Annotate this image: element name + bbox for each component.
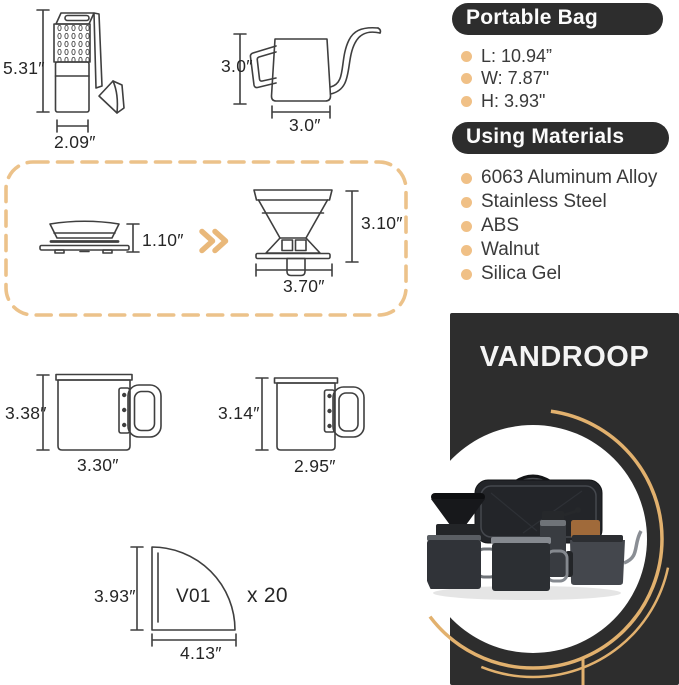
bag-dim-length: L: 10.94”: [461, 46, 552, 67]
filter-paper-drawing: [151, 546, 236, 631]
kettle-width-label: 3.0″: [289, 115, 321, 135]
grinder-dimension-lines: [36, 9, 89, 133]
mug-small-dimension-lines: [255, 377, 269, 451]
grinder-width-label: 2.09″: [54, 132, 96, 152]
dripper-open-height-label: 3.10″: [361, 213, 403, 233]
materials-heading: Using Materials: [452, 122, 669, 154]
transform-chevrons-icon: [199, 228, 229, 254]
filter-paper-dimension-lines: [130, 546, 237, 647]
dripper-open-width-label: 3.70″: [283, 276, 325, 296]
filter-width-label: 4.13″: [180, 643, 222, 663]
bullet-icon: [461, 220, 472, 232]
kettle-dimension-lines: [233, 33, 331, 119]
filter-height-label: 3.93″: [94, 586, 136, 606]
material-item: Silica Gel: [461, 263, 561, 285]
material-item-text: ABS: [481, 215, 520, 236]
dripper-open-dimension-lines: [255, 190, 359, 277]
bag-dim-width-text: W: 7.87": [481, 68, 550, 88]
bag-dim-width: W: 7.87": [461, 68, 549, 89]
mug-large-drawing: [55, 373, 162, 451]
grinder-height-label: 5.31″: [3, 58, 45, 78]
material-item: Walnut: [461, 239, 539, 261]
material-item-text: Silica Gel: [481, 263, 562, 284]
mug-large-height-label: 3.38″: [5, 403, 47, 423]
product-photo-circle: [419, 425, 647, 653]
grinder-drawing: [53, 12, 125, 114]
bullet-icon: [461, 73, 472, 84]
bag-dim-height-text: H: 3.93": [481, 91, 546, 111]
photo-carry-case: [474, 474, 603, 544]
dripper-open-drawing: [253, 189, 333, 277]
mug-small-height-label: 3.14″: [218, 403, 260, 423]
material-item-text: 6063 Aluminum Alloy: [481, 167, 658, 188]
filter-count-label: x 20: [247, 584, 288, 607]
portable-bag-heading: Portable Bag: [452, 3, 663, 35]
dripper-folded-dimension-lines: [126, 223, 140, 253]
bag-dim-height: H: 3.93": [461, 91, 545, 112]
brand-name: VANDROOP: [479, 341, 650, 373]
dashed-highlight-box: [4, 160, 408, 317]
bullet-icon: [461, 196, 472, 208]
material-item: Stainless Steel: [461, 191, 607, 213]
product-photo: [427, 474, 643, 600]
bullet-icon: [461, 96, 472, 107]
material-item: ABS: [461, 215, 519, 237]
mug-small-width-label: 2.95″: [294, 456, 336, 476]
filter-model-label: V01: [176, 586, 211, 607]
material-item: 6063 Aluminum Alloy: [461, 167, 657, 189]
material-item-text: Stainless Steel: [481, 191, 607, 212]
mug-small-drawing: [273, 377, 365, 451]
bullet-icon: [461, 51, 472, 62]
material-item-text: Walnut: [481, 239, 540, 260]
kettle-height-label: 3.0″: [221, 56, 253, 76]
mug-large-width-label: 3.30″: [77, 455, 119, 475]
bullet-icon: [461, 268, 472, 280]
mug-large-dimension-lines: [36, 374, 50, 451]
bullet-icon: [461, 244, 472, 256]
bag-dim-length-text: L: 10.94”: [481, 46, 553, 66]
dripper-folded-height-label: 1.10″: [142, 230, 184, 250]
photo-kettle: [565, 530, 643, 585]
dripper-folded-drawing: [39, 220, 130, 254]
kettle-drawing: [249, 26, 382, 102]
bullet-icon: [461, 172, 472, 184]
